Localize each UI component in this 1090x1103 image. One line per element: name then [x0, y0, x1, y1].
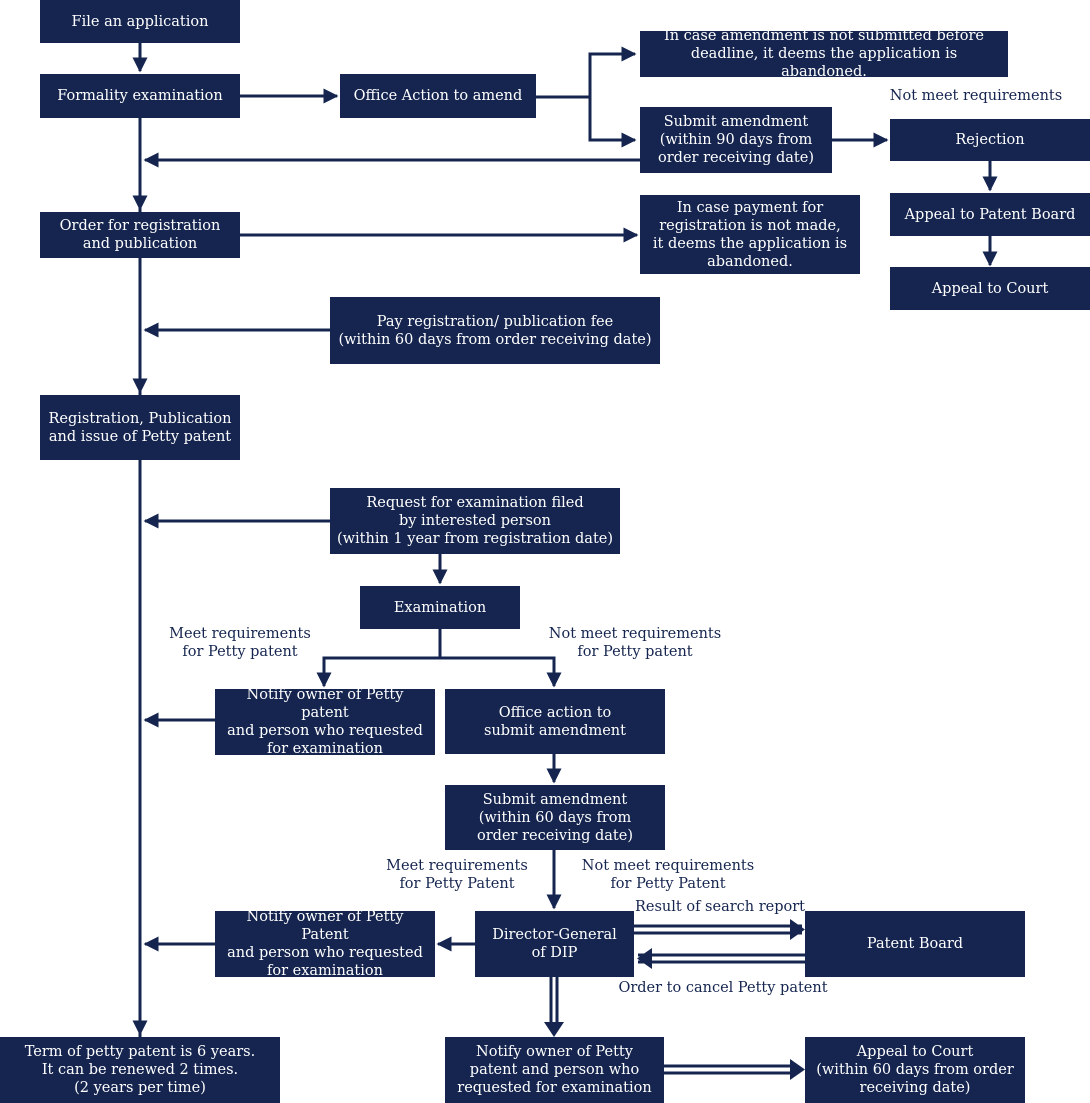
arrowhead-court	[790, 1059, 805, 1080]
branch-office-action-lower	[588, 97, 637, 148]
box-registration-issue: Registration, Publication and issue of P…	[40, 395, 240, 460]
label-not-meet-requirements-petty-2: Not meet requirements for Petty Patent	[581, 858, 755, 892]
arrowhead-notify3	[544, 1022, 564, 1037]
box-request-examination: Request for examination filed by interes…	[330, 488, 620, 554]
box-notify-owner-3: Notify owner of Petty patent and person …	[445, 1037, 664, 1103]
exam-branch-left	[316, 656, 440, 688]
label-result-search-report: Result of search report	[634, 899, 805, 915]
exam-branch-right	[440, 656, 562, 688]
box-submit-amendment-60: Submit amendment (within 60 days from or…	[445, 785, 665, 850]
box-office-action-amend: Office Action to amend	[340, 74, 536, 118]
box-term-petty-patent: Term of petty patent is 6 years. It can …	[0, 1037, 280, 1103]
label-meet-requirements-petty: Meet requirements for Petty patent	[169, 626, 311, 660]
box-notify-owner-2: Notify owner of Petty Patent and person …	[215, 909, 435, 979]
box-amendment-not-submitted: In case amendment is not submitted befor…	[640, 28, 1008, 80]
box-submit-amendment-90: Submit amendment (within 90 days from or…	[640, 107, 832, 173]
box-office-action-submit: Office action to submit amendment	[445, 689, 665, 754]
label-not-meet-requirements-top: Not meet requirements	[889, 88, 1063, 104]
box-payment-not-made: In case payment for registration is not …	[640, 195, 860, 274]
label-meet-requirements-petty-2: Meet requirements for Petty Patent	[386, 858, 528, 892]
label-not-meet-requirements-petty: Not meet requirements for Petty patent	[548, 626, 722, 660]
box-pay-fee: Pay registration/ publication fee (withi…	[330, 297, 660, 364]
box-order-registration: Order for registration and publication	[40, 212, 240, 258]
label-order-cancel-petty-patent: Order to cancel Petty patent	[618, 980, 828, 996]
box-notify-owner-1: Notify owner of Petty patent and person …	[215, 687, 435, 757]
box-appeal-court-top: Appeal to Court	[890, 267, 1090, 310]
branch-office-action	[536, 46, 637, 99]
box-director-general: Director-General of DIP	[475, 911, 634, 977]
box-rejection: Rejection	[890, 119, 1090, 161]
box-patent-board: Patent Board	[805, 911, 1025, 977]
box-examination: Examination	[360, 586, 520, 629]
arrowhead-search-report	[790, 919, 805, 940]
box-file-application: File an application	[40, 0, 240, 43]
box-appeal-court-bottom: Appeal to Court (within 60 days from ord…	[805, 1037, 1025, 1103]
box-formality-examination: Formality examination	[40, 74, 240, 118]
arrowhead-cancel	[637, 948, 652, 969]
box-appeal-patent-board: Appeal to Patent Board	[890, 193, 1090, 236]
